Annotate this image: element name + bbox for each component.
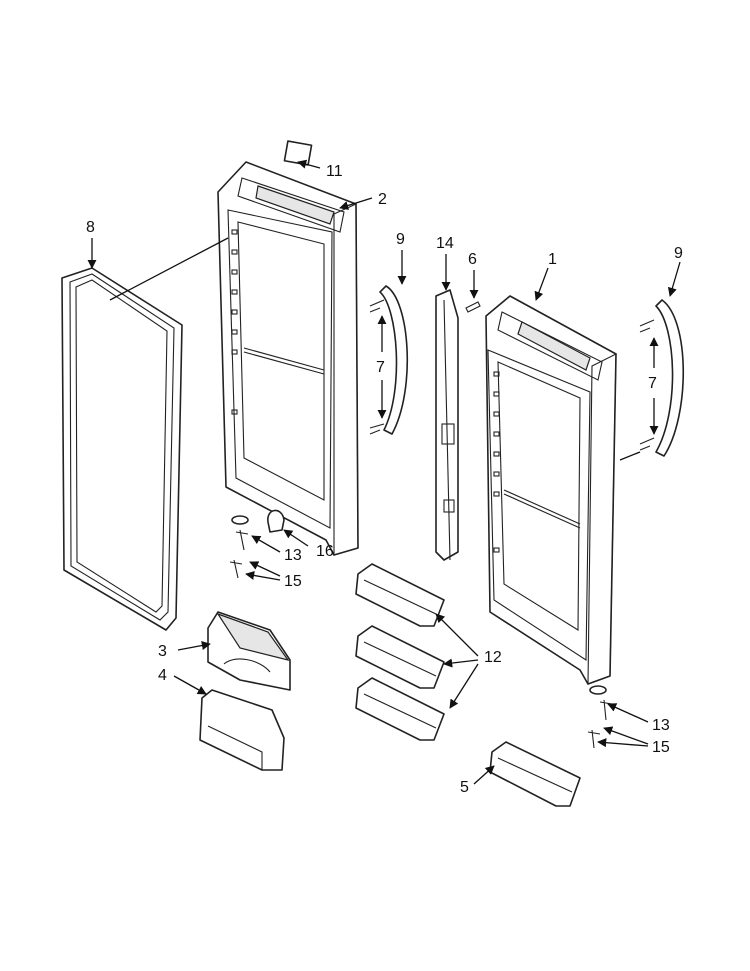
callout-5: 5 — [460, 779, 469, 796]
right-door — [485, 295, 617, 685]
callout-7-left: 7 — [376, 359, 385, 376]
callout-labels: 11 2 8 9 7 14 6 1 9 7 13 16 15 3 4 12 13… — [86, 163, 683, 796]
door-gasket — [61, 267, 183, 631]
callout-14: 14 — [436, 235, 454, 252]
hinge-strip — [435, 289, 459, 561]
dairy-bin — [199, 689, 285, 771]
callout-13-right: 13 — [652, 717, 670, 734]
door-bin-bottom — [355, 677, 445, 741]
callout-1: 1 — [548, 251, 557, 268]
callout-11: 11 — [326, 163, 343, 180]
callout-15-right: 15 — [652, 739, 670, 756]
callout-9-left: 9 — [396, 231, 405, 248]
label-plate — [283, 140, 313, 166]
door-bin-top — [355, 563, 445, 627]
callout-12: 12 — [484, 649, 502, 666]
right-hinge-hardware — [587, 685, 613, 749]
left-door-handle — [369, 285, 409, 435]
callout-15-left: 15 — [284, 573, 302, 590]
dairy-door — [207, 611, 291, 691]
door-bin-middle — [355, 625, 445, 689]
right-door-handle — [639, 299, 685, 457]
callout-7-right: 7 — [648, 375, 657, 392]
leader-lines — [87, 159, 681, 785]
callout-8: 8 — [86, 219, 95, 236]
callout-16: 16 — [316, 543, 334, 560]
left-door — [217, 161, 359, 556]
callout-6: 6 — [468, 251, 477, 268]
callout-3: 3 — [158, 643, 167, 660]
left-hinge-hardware — [229, 509, 285, 579]
small-door-bin — [489, 741, 581, 807]
callout-4: 4 — [158, 667, 167, 684]
screw-6 — [465, 301, 481, 313]
callout-13-left: 13 — [284, 547, 302, 564]
callout-2: 2 — [378, 191, 387, 208]
callout-9-right: 9 — [674, 245, 683, 262]
